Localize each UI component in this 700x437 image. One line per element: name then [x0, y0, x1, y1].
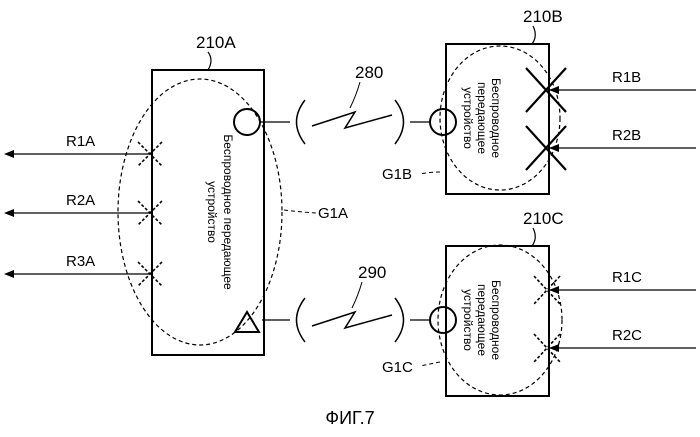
coverage-area-g1a — [118, 79, 282, 345]
link-290-label: 290 — [358, 263, 386, 282]
svg-text:передающее: передающее — [475, 82, 489, 154]
g1a-leader — [284, 210, 316, 213]
dashed-x-marks-210a — [138, 142, 162, 286]
circle-antenna-icon — [430, 109, 456, 135]
device-210c-description: Беспроводное передающее устройство — [461, 280, 503, 360]
receiver-r1b-label: R1B — [612, 69, 641, 86]
receiver-r1c-label: R1C — [612, 269, 642, 286]
link-280: 280 — [260, 63, 430, 144]
coverage-g1a-label: G1A — [318, 205, 348, 222]
link-290: 290 — [262, 263, 430, 342]
receiver-r2a-label: R2A — [66, 192, 95, 209]
link-280-label: 280 — [355, 63, 383, 82]
svg-text:устройство: устройство — [205, 181, 219, 243]
coverage-g1c-label: G1C — [382, 359, 413, 376]
coverage-g1b-label: G1B — [382, 166, 412, 183]
circle-antenna-icon — [234, 109, 260, 135]
device-210b-label: 210B — [523, 7, 563, 26]
device-210b: 210B Беспроводное передающее устройство … — [382, 7, 696, 194]
svg-text:передающее: передающее — [475, 284, 489, 356]
svg-text:устройство: устройство — [461, 289, 475, 351]
svg-text:Беспроводное: Беспроводное — [489, 78, 503, 158]
device-210a-label: 210A — [196, 33, 236, 52]
device-210a-description: Беспроводное передающее устройство — [205, 134, 235, 290]
receiver-r3a-label: R3A — [66, 253, 95, 270]
device-210a-leader — [208, 52, 211, 70]
device-210c-label: 210C — [523, 209, 564, 228]
circle-antenna-icon — [430, 307, 456, 333]
figure-caption: ФИГ.7 — [325, 408, 374, 428]
receiver-r1a-label: R1A — [66, 133, 95, 150]
receiver-r2b-label: R2B — [612, 127, 641, 144]
svg-text:Беспроводное передающее: Беспроводное передающее — [221, 134, 235, 290]
receiver-r2c-label: R2C — [612, 327, 642, 344]
device-210a: 210A G1A Беспроводное передающее устройс… — [118, 33, 348, 355]
device-210c: 210C Беспроводное передающее устройство … — [382, 209, 696, 396]
svg-text:устройство: устройство — [461, 87, 475, 149]
svg-text:Беспроводное: Беспроводное — [489, 280, 503, 360]
receivers-210a: R1A R2A R3A — [4, 133, 162, 286]
device-210b-description: Беспроводное передающее устройство — [461, 78, 503, 158]
